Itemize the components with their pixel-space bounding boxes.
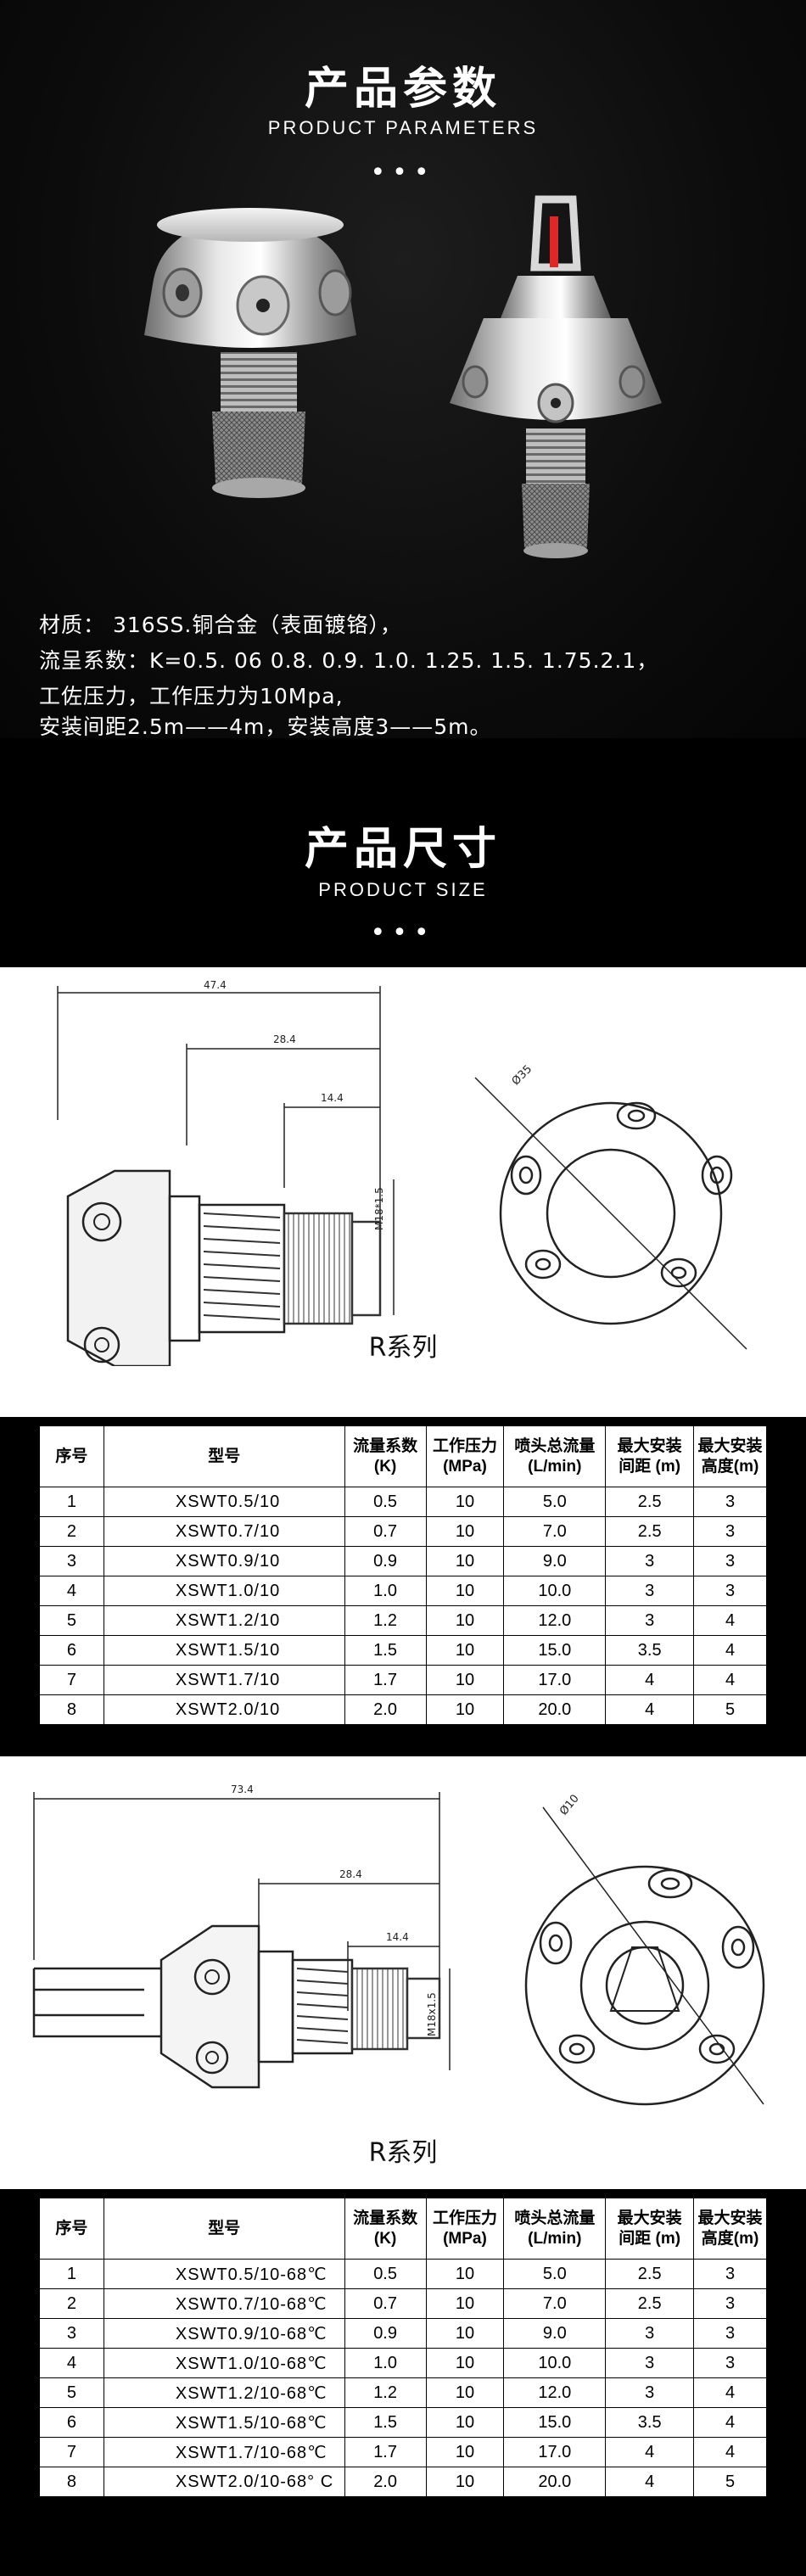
size-title-en: PRODUCT SIZE <box>318 879 488 900</box>
dim-short-length: 14.4 <box>321 1092 344 1104</box>
spec-line-flow-coefficient: 流呈系数：K=0.5. 06 0.8. 0.9. 1.0. 1.25. 1.5.… <box>39 648 659 673</box>
th-total-flow: 喷头总流量(L/min) <box>503 1425 607 1487</box>
th-max-height: 最大安装高度(m) <box>693 1425 767 1487</box>
th-flow-coefficient: 流量系数(K) <box>344 1425 427 1487</box>
spec-table-1: 序号 型号 流量系数(K) 工作压力(MPa) 喷头总流量(L/min) 最大安… <box>39 1425 767 1725</box>
th-max-spacing: 最大安装间距 (m) <box>605 2198 695 2260</box>
series-label-1: R系列 <box>368 1333 438 1363</box>
th-max-height: 最大安装高度(m) <box>693 2198 767 2260</box>
th-total-flow: 喷头总流量(L/min) <box>503 2198 607 2260</box>
th-pressure: 工作压力(MPa) <box>425 1425 505 1487</box>
nozzle-left-image <box>144 208 356 498</box>
dim-mid-length-2: 28.4 <box>339 1868 362 1880</box>
product-parameters-section: 产品参数 PRODUCT PARAMETERS ••• <box>0 0 806 739</box>
th-model: 型号 <box>103 1425 345 1487</box>
dim-thread-2: M18x1.5 <box>426 1992 438 2036</box>
th-index: 序号 <box>39 1425 104 1487</box>
size-title-cn: 产品尺寸 <box>304 824 501 875</box>
nozzle-right-image <box>450 195 662 558</box>
spec-table-2: 序号 型号 流量系数(K) 工作压力(MPa) 喷头总流量(L/min) 最大安… <box>39 2198 767 2497</box>
dim-total-length-2: 73.4 <box>231 1784 254 1795</box>
params-title-cn: 产品参数 <box>304 64 501 115</box>
size-dots: ••• <box>370 918 436 948</box>
series-label-2: R系列 <box>368 2138 438 2168</box>
dim-mid-length: 28.4 <box>273 1033 296 1045</box>
product-photo <box>144 195 662 558</box>
th-model: 型号 <box>103 2198 345 2260</box>
th-flow-coefficient: 流量系数(K) <box>344 2198 427 2260</box>
params-dots: ••• <box>370 158 436 188</box>
dim-short-length-2: 14.4 <box>386 1931 409 1943</box>
dimension-drawing-1: 47.4 28.4 14.4 M18*1.5 Ø35 R系列 <box>0 967 806 1417</box>
table-header-row: 序号 型号 流量系数(K) 工作压力(MPa) 喷头总流量(L/min) 最大安… <box>39 2198 767 2260</box>
th-pressure: 工作压力(MPa) <box>425 2198 505 2260</box>
dimension-drawing-2: 73.4 28.4 14.4 M18x1.5 Ø10 R系列 <box>0 1756 806 2189</box>
params-title-en: PRODUCT PARAMETERS <box>267 117 539 138</box>
th-index: 序号 <box>39 2198 104 2260</box>
spec-line-pressure: 工佐压力，工作压力为10Mpa, <box>39 684 344 708</box>
spec-line-installation: 安装间距2.5m——4m，安装高度3——5m。 <box>39 714 492 739</box>
dim-thread: M18*1.5 <box>373 1187 385 1230</box>
th-max-spacing: 最大安装间距 (m) <box>605 1425 695 1487</box>
table-header-row: 序号 型号 流量系数(K) 工作压力(MPa) 喷头总流量(L/min) 最大安… <box>39 1425 767 1487</box>
dim-total-length: 47.4 <box>204 979 227 991</box>
spec-line-material: 材质： 316SS.铜合金（表面镀铬）， <box>39 613 402 637</box>
